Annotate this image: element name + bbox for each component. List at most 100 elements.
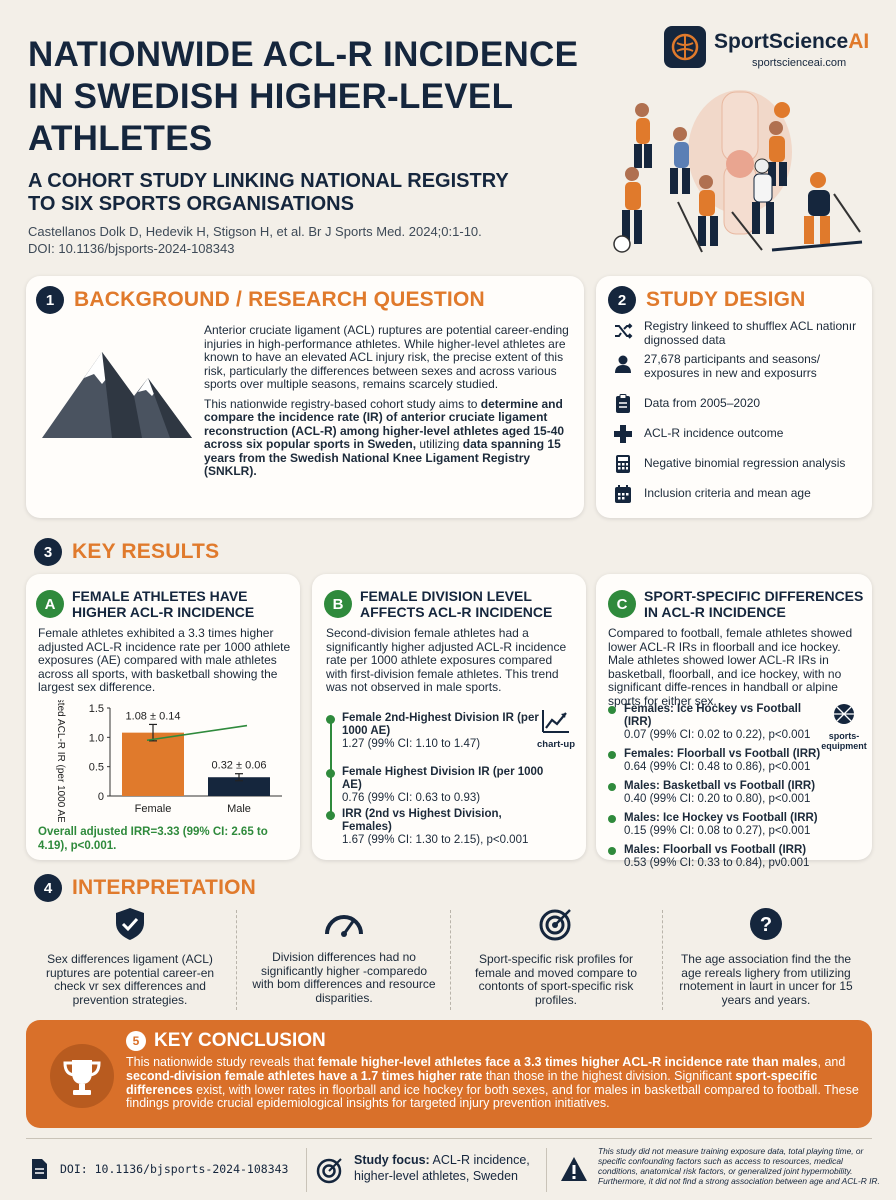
section-number-badge: 4 — [34, 874, 62, 902]
result-c-list: Females: Ice Hockey vs Football (IRR) 0.… — [608, 703, 824, 870]
brand-logo: SportScienceAI sportscienceai.com — [664, 26, 874, 76]
section-number-badge: 1 — [36, 286, 64, 314]
interpretation-item: Sex differences ligament (ACL) ruptures … — [30, 906, 230, 1007]
interpretation-item: Division differences had no significantl… — [244, 906, 444, 1005]
target-icon — [539, 909, 571, 941]
trophy-icon — [50, 1044, 114, 1108]
result-a-irr: Overall adjusted IRR=3.33 (99% CI: 2.65 … — [38, 826, 268, 852]
y-tick-label: 1.5 — [89, 703, 104, 715]
warning-icon — [561, 1157, 587, 1181]
result-card-c: C SPORT-SPECIFIC DIFFERENCES IN ACL-R IN… — [596, 574, 872, 869]
background-para2: This nationwide registry-based cohort st… — [204, 396, 565, 478]
header-doi: DOI: 10.1136/bjsports-2024-108343 — [28, 241, 235, 256]
result-a-title: FEMALE ATHLETES HAVE HIGHER ACL-R INCIDE… — [72, 588, 255, 620]
shield-check-icon — [116, 908, 144, 940]
result-b-list: Female 2nd-Highest Division IR (per 1000… — [326, 712, 548, 847]
person-icon — [615, 355, 631, 373]
section-number-badge: 3 — [34, 538, 62, 566]
background-text: Anterior cruciate ligament (ACL) rupture… — [204, 323, 572, 479]
design-item: Negative binomial regression analysis — [612, 449, 862, 479]
limitation-note: This study did not measure training expo… — [598, 1146, 880, 1186]
citation: Castellanos Dolk D, Hedevik H, Stigson H… — [28, 224, 482, 239]
result-card-b: B FEMALE DIVISION LEVEL AFFECTS ACL-R IN… — [312, 574, 586, 860]
gauge-icon — [325, 915, 363, 937]
study-design-card: 2 STUDY DESIGN Registry linkeed to shuff… — [596, 276, 872, 518]
x-tick-label: Male — [227, 803, 251, 815]
trend-line — [146, 724, 248, 742]
result-b-text: Second-division female athletes had a si… — [326, 626, 567, 694]
athletes-illustration — [612, 82, 882, 262]
brain-icon — [664, 26, 706, 68]
page-title: NATIONWIDE ACL-R INCIDENCE IN SWEDISH HI… — [28, 35, 579, 158]
conclusion-title: KEY CONCLUSION — [154, 1030, 326, 1051]
document-icon — [32, 1159, 47, 1179]
brand-name: SportScienceAI — [714, 30, 870, 53]
chart-up-icon: chart-up — [534, 708, 578, 750]
clipboard-icon — [616, 394, 630, 413]
list-item: Males: Basketball vs Football (IRR) 0.40… — [608, 780, 824, 806]
section-number-badge: 2 — [608, 286, 636, 314]
y-tick-label: 0.5 — [89, 762, 104, 774]
list-item: Females: Ice Hockey vs Football (IRR) 0.… — [608, 703, 824, 742]
header: NATIONWIDE ACL-R INCIDENCE IN SWEDISH HI… — [28, 34, 648, 256]
bar-female — [122, 732, 184, 796]
mountain-icon — [42, 338, 192, 448]
x-tick-label: Female — [135, 803, 172, 815]
incidence-bar-chart: 0 0.5 1.0 1.5 Adjusted ACL-R IR (per 1000 AE… — [32, 678, 294, 826]
divider — [662, 910, 663, 1010]
design-item: Registry linkeed to shufflex ACL nationı… — [612, 319, 862, 353]
result-letter-badge: A — [36, 590, 64, 618]
timeline-line — [330, 716, 332, 820]
result-c-title: SPORT-SPECIFIC DIFFERENCES IN ACL-R INCI… — [644, 588, 864, 620]
y-axis-label: Adjusted ACL-R IR (per 1000 AE) — [55, 700, 66, 822]
footer-doi: DOI: 10.1136/bjsports-2024-108343 — [60, 1162, 289, 1176]
footer-sep — [546, 1148, 547, 1192]
interpretation-heading: 4 INTERPRETATION — [34, 874, 256, 902]
interpretation-item: Sport-specific risk profiles for female … — [456, 906, 656, 1007]
background-card: 1 BACKGROUND / RESEARCH QUESTION Anterio… — [26, 276, 584, 518]
footer-divider — [26, 1138, 872, 1139]
svg-text:?: ? — [760, 914, 772, 936]
target-icon — [316, 1158, 342, 1184]
study-focus: Study focus: ACL-R incidence, higher-lev… — [354, 1153, 530, 1183]
divider — [236, 910, 237, 1010]
result-letter-badge: C — [608, 590, 636, 618]
data-label: 1.08 ± 0.14 — [126, 710, 181, 722]
interpretation-title: INTERPRETATION — [72, 876, 257, 899]
study-design-title: STUDY DESIGN — [646, 288, 806, 311]
footer-sep — [306, 1148, 307, 1192]
list-item: IRR (2nd vs Highest Division, Females) 1… — [326, 808, 548, 847]
study-design-list: Registry linkeed to shufflex ACL nationı… — [612, 319, 862, 509]
key-results-title: KEY RESULTS — [72, 540, 220, 563]
question-icon: ? — [750, 908, 782, 940]
key-results-heading: 3 KEY RESULTS — [34, 538, 219, 566]
shuffle-icon — [615, 323, 633, 339]
result-c-text: Compared to football, female athletes sh… — [608, 626, 853, 708]
page-subtitle: A COHORT STUDY LINKING NATIONAL REGISTRY… — [28, 170, 509, 215]
brand-url: sportscienceai.com — [752, 57, 847, 69]
list-item: Females: Floorball vs Football (IRR) 0.6… — [608, 748, 824, 774]
footer: DOI: 10.1136/bjsports-2024-108343 Study … — [0, 1136, 896, 1200]
y-tick-label: 1.0 — [89, 732, 104, 744]
conclusion-banner: 5 KEY CONCLUSION This nationwide study r… — [26, 1020, 872, 1128]
list-item: Males: Ice Hockey vs Football (IRR) 0.15… — [608, 812, 824, 838]
list-item: Males: Floorball vs Football (IRR) 0.53 … — [608, 844, 824, 870]
section-number-badge: 5 — [126, 1031, 146, 1051]
result-b-title: FEMALE DIVISION LEVEL AFFECTS ACL-R INCI… — [360, 588, 553, 620]
result-a-text: Female athletes exhibited a 3.3 times hi… — [38, 626, 291, 694]
sports-equipment-icon: sports- equipment — [818, 702, 870, 751]
calendar-icon — [615, 485, 631, 503]
background-para1: Anterior cruciate ligament (ACL) rupture… — [204, 323, 569, 391]
medical-cross-icon — [614, 425, 632, 443]
result-card-a: A FEMALE ATHLETES HAVE HIGHER ACL-R INCI… — [26, 574, 300, 860]
conclusion-text: This nationwide study reveals that femal… — [126, 1055, 859, 1111]
y-tick-label: 0 — [98, 791, 104, 803]
divider — [450, 910, 451, 1010]
design-item: Inclusion criteria and mean age — [612, 479, 862, 509]
design-item: Data from 2005–2020 — [612, 389, 862, 419]
design-item: 27,678 participants and seasons/ exposur… — [612, 352, 862, 389]
bar-male — [208, 777, 270, 796]
list-item: Female Highest Division IR (per 1000 AE)… — [326, 766, 548, 808]
list-item: Female 2nd-Highest Division IR (per 1000… — [326, 712, 548, 766]
bar-chart-svg: 0 0.5 1.0 1.5 Adjusted ACL-R IR (per 1000 AE… — [55, 678, 282, 826]
